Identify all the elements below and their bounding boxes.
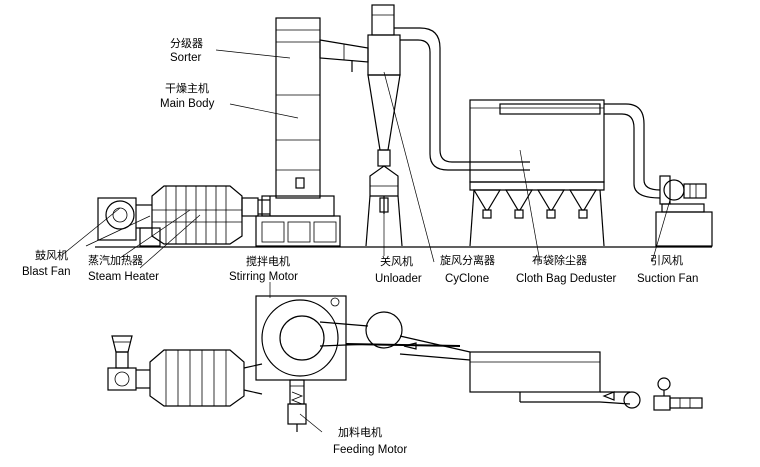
label-sorter-cn: 分级器	[170, 37, 203, 50]
labels: 分级器 Sorter 干燥主机 Main Body 鼓风机 Blast Fan …	[22, 37, 698, 456]
leader-lines	[61, 49, 671, 433]
stirring-motor-mark	[330, 297, 340, 307]
label-feeding-motor-en: Feeding Motor	[333, 444, 407, 456]
cyclone-drawing	[365, 4, 403, 247]
label-suction-fan-en: Suction Fan	[637, 273, 698, 285]
label-unloader-cn: 关风机	[380, 254, 413, 268]
label-bag-deduster-cn: 布袋除尘器	[532, 253, 587, 267]
blast-fan-drawing	[97, 197, 161, 247]
bag-deduster-drawing	[469, 99, 605, 247]
label-suction-fan-cn: 引风机	[650, 253, 683, 267]
sorter-duct	[319, 39, 369, 72]
label-main-body-en: Main Body	[160, 98, 215, 110]
elevation-view	[85, 4, 713, 259]
label-blast-fan-en: Blast Fan	[22, 266, 71, 278]
label-steam-heater-en: Steam Heater	[88, 271, 159, 283]
label-blast-fan-cn: 鼓风机	[35, 248, 68, 262]
deduster-outlet-duct	[604, 103, 661, 199]
plan-view	[107, 295, 703, 432]
label-unloader-en: Unloader	[375, 273, 422, 285]
main-body-drawing	[255, 17, 341, 247]
label-main-body-cn: 干燥主机	[165, 81, 209, 95]
label-feeding-motor-cn: 加料电机	[338, 425, 382, 439]
label-steam-heater-cn: 蒸汽加热器	[88, 253, 143, 267]
label-sorter-en: Sorter	[170, 52, 201, 64]
label-stirring-motor-cn: 搅拌电机	[246, 254, 290, 268]
label-stirring-motor-en: Stirring Motor	[229, 271, 298, 283]
suction-fan-drawing	[655, 175, 713, 247]
label-cyclone-cn: 旋风分离器	[440, 253, 495, 267]
steam-heater-drawing	[151, 185, 270, 245]
label-cyclone-en: CyClone	[445, 273, 489, 285]
cyclone-outlet-duct	[394, 27, 530, 171]
label-bag-deduster-en: Cloth Bag Deduster	[516, 273, 617, 285]
